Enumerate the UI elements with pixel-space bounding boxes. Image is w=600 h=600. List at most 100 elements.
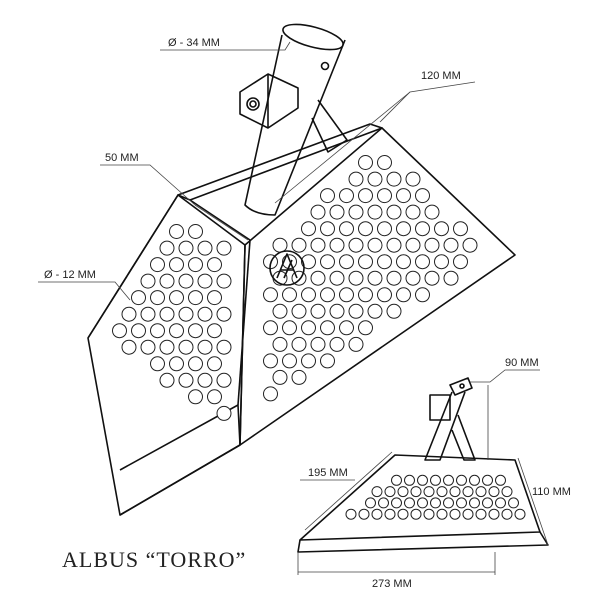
perforation-hole <box>377 254 392 270</box>
perforation-hole <box>386 204 402 220</box>
perforation-hole <box>159 240 175 256</box>
perforation-hole <box>320 287 335 303</box>
perforation-hole <box>358 320 373 336</box>
perforation-hole <box>301 320 316 336</box>
perforation-hole <box>378 497 389 509</box>
perforation-hole <box>397 486 409 498</box>
perforation-hole <box>443 270 459 286</box>
perforation-hole <box>207 257 222 273</box>
dim-tube-diameter: Ø - 34 MM <box>160 37 291 51</box>
perforation-hole <box>197 273 213 289</box>
perforation-hole <box>482 474 493 486</box>
perforation-hole <box>501 486 513 498</box>
perforation-hole <box>320 188 335 204</box>
perforation-hole <box>169 356 184 372</box>
perforation-hole <box>320 320 335 336</box>
perforation-hole <box>207 356 222 372</box>
perforation-hole <box>159 306 175 322</box>
dim-hole-diameter-label: Ø - 12 MM <box>44 269 96 281</box>
perforation-hole <box>371 508 383 520</box>
perforation-hole <box>320 353 335 369</box>
perforation-hole <box>301 221 316 237</box>
perforation-hole <box>405 270 421 286</box>
perforation-hole <box>339 287 354 303</box>
perforation-hole <box>377 188 392 204</box>
perforation-hole <box>348 171 364 187</box>
perforation-hole <box>282 320 297 336</box>
handle-socket <box>239 23 348 216</box>
scoop-body <box>87 123 516 516</box>
perforation-hole <box>272 369 288 385</box>
perforation-hole <box>178 273 194 289</box>
perforation-hole <box>501 508 513 520</box>
perforation-hole <box>462 508 474 520</box>
perforation-hole <box>188 257 203 273</box>
perforation-hole <box>404 497 415 509</box>
perforation-hole <box>456 474 467 486</box>
perforation-hole <box>453 221 468 237</box>
perforation-hole <box>434 221 449 237</box>
perforation-hole <box>514 508 526 520</box>
main-scoop-view: Ø - 34 MM 120 MM 50 MM Ø - 12 MM <box>38 23 516 516</box>
dim-small-length-label: 195 MM <box>308 467 348 479</box>
perforation-hole <box>178 306 194 322</box>
perforation-hole <box>410 508 422 520</box>
perforation-hole <box>310 303 326 319</box>
perforation-hole <box>443 474 454 486</box>
perforation-hole <box>367 171 383 187</box>
perforation-hole <box>358 221 373 237</box>
perforation-hole <box>405 171 421 187</box>
perforation-hole <box>358 287 373 303</box>
brand-logo-icon <box>269 250 305 286</box>
perforation-hole <box>291 237 307 253</box>
perforation-hole <box>216 306 232 322</box>
perforation-hole <box>348 270 364 286</box>
perforation-hole <box>397 508 409 520</box>
perforation-hole <box>377 221 392 237</box>
perforation-hole <box>188 356 203 372</box>
dim-top-length-label: 120 MM <box>421 70 461 82</box>
perforation-hole <box>384 486 396 498</box>
perforation-hole <box>436 508 448 520</box>
perforation-hole <box>169 323 184 339</box>
perforation-hole <box>301 254 316 270</box>
perforation-hole <box>188 389 203 405</box>
perforation-hole <box>301 353 316 369</box>
perforation-hole <box>475 508 487 520</box>
dim-small-depth-label: 110 MM <box>532 486 571 498</box>
perforation-hole <box>310 204 326 220</box>
perforation-hole <box>216 372 232 388</box>
perforation-hole <box>371 486 383 498</box>
perforation-hole <box>423 508 435 520</box>
perforation-hole <box>329 237 345 253</box>
perforation-hole <box>263 386 278 402</box>
perforation-hole <box>386 237 402 253</box>
perforation-hole <box>150 290 165 306</box>
perforation-hole <box>339 221 354 237</box>
small-body-holes <box>345 474 526 520</box>
perforation-hole <box>424 204 440 220</box>
perforation-hole <box>430 474 441 486</box>
perforation-hole <box>508 497 519 509</box>
small-scoop-view: 90 MM 195 MM 110 MM 273 MM <box>297 357 571 590</box>
perforation-hole <box>434 254 449 270</box>
perforation-hole <box>291 336 307 352</box>
right-face-holes <box>263 155 478 402</box>
dim-edge-width: 50 MM <box>100 152 249 241</box>
perforation-hole <box>188 224 203 239</box>
dim-edge-width-label: 50 MM <box>105 152 139 164</box>
dim-small-base: 273 MM <box>297 552 496 590</box>
perforation-hole <box>197 240 213 256</box>
perforation-hole <box>169 224 184 239</box>
perforation-hole <box>391 474 402 486</box>
perforation-hole <box>291 303 307 319</box>
perforation-hole <box>495 497 506 509</box>
perforation-hole <box>150 356 165 372</box>
perforation-hole <box>121 306 137 322</box>
small-scoop-body <box>297 454 549 553</box>
dim-small-length: 195 MM <box>300 451 393 531</box>
perforation-hole <box>417 474 428 486</box>
perforation-hole <box>386 270 402 286</box>
perforation-hole <box>453 254 468 270</box>
